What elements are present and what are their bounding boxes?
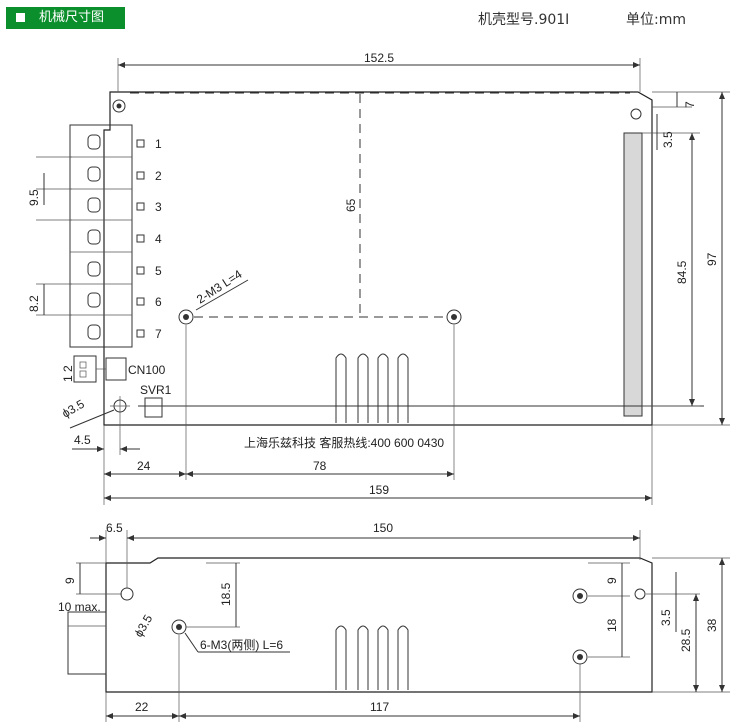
header-title: 机械尺寸图 (39, 10, 105, 25)
dim-mount-spacing: 78 (313, 459, 327, 473)
top-view: 1 2 3 4 5 6 7 1 2 CN100 SVR1 ϕ3.5 2-M3 L… (27, 51, 730, 505)
header-badge: 机械尺寸图 (6, 7, 125, 29)
dim-left-9: 9 (63, 577, 77, 584)
dim-overall-width-inner: 152.5 (364, 51, 394, 65)
dim-height-inner: 84.5 (675, 260, 689, 284)
top-view-body (103, 91, 653, 426)
unit-label: 单位:mm (626, 12, 686, 28)
side-view: 150 6.5 9 10 max. ϕ3.5 18.5 6-M3(两侧) L=6… (58, 521, 730, 722)
dim-length-150: 150 (373, 521, 393, 535)
heatsink-strip (623, 132, 643, 417)
dim-pitch-8-2: 8.2 (27, 295, 41, 312)
dim-overall-width: 159 (369, 483, 389, 497)
dim-right-9: 9 (605, 577, 619, 584)
terminal-label: 4 (155, 232, 162, 246)
terminal-label: 2 (155, 169, 162, 183)
terminal-label: 5 (155, 264, 162, 278)
dim-offset-6-5: 6.5 (106, 521, 123, 535)
dim-pitch-9-5: 9.5 (27, 189, 41, 206)
model-label: 机壳型号.901I (478, 12, 570, 28)
dim-corner-3-5: 3.5 (661, 131, 675, 148)
square-icon (16, 13, 25, 22)
cooling-fins (335, 353, 409, 423)
terminal-block: 1 2 3 4 5 6 7 (69, 124, 162, 348)
dim-height-38: 38 (705, 618, 719, 632)
dim-bottom-117: 117 (370, 700, 389, 714)
dim-bottom-22: 22 (135, 700, 149, 714)
company-label: 上海乐兹科技 客服热线:400 600 0430 (244, 435, 444, 450)
terminal-label: 6 (155, 295, 162, 309)
dim-edge-offset: 4.5 (74, 433, 91, 447)
side-cooling-fins (335, 625, 409, 690)
connector-label: CN100 (128, 363, 166, 377)
side-terminal (67, 611, 107, 675)
terminal-label: 1 (155, 137, 162, 151)
dim-18-5: 18.5 (219, 582, 233, 606)
dim-mount-offset: 24 (137, 459, 151, 473)
connector-pins-label: 1 2 (61, 365, 75, 382)
svr1-potentiometer (144, 397, 163, 418)
dim-height-total: 97 (705, 252, 719, 266)
pot-label: SVR1 (140, 383, 172, 397)
screw-note: 6-M3(两侧) L=6 (200, 638, 283, 652)
dim-hole-3-5: 3.5 (659, 609, 673, 626)
dim-right-18: 18 (605, 618, 619, 632)
terminal-label: 3 (155, 200, 162, 214)
cn100-connector (73, 355, 97, 383)
hole-dia-label: ϕ3.5 (60, 397, 88, 421)
dim-ten-max: 10 max. (58, 600, 101, 614)
terminal-label: 7 (155, 327, 162, 341)
side-view-body (105, 557, 653, 693)
dim-corner-7: 7 (683, 101, 697, 108)
dim-mount-height: 65 (344, 198, 358, 212)
dim-height-28-5: 28.5 (679, 628, 693, 652)
